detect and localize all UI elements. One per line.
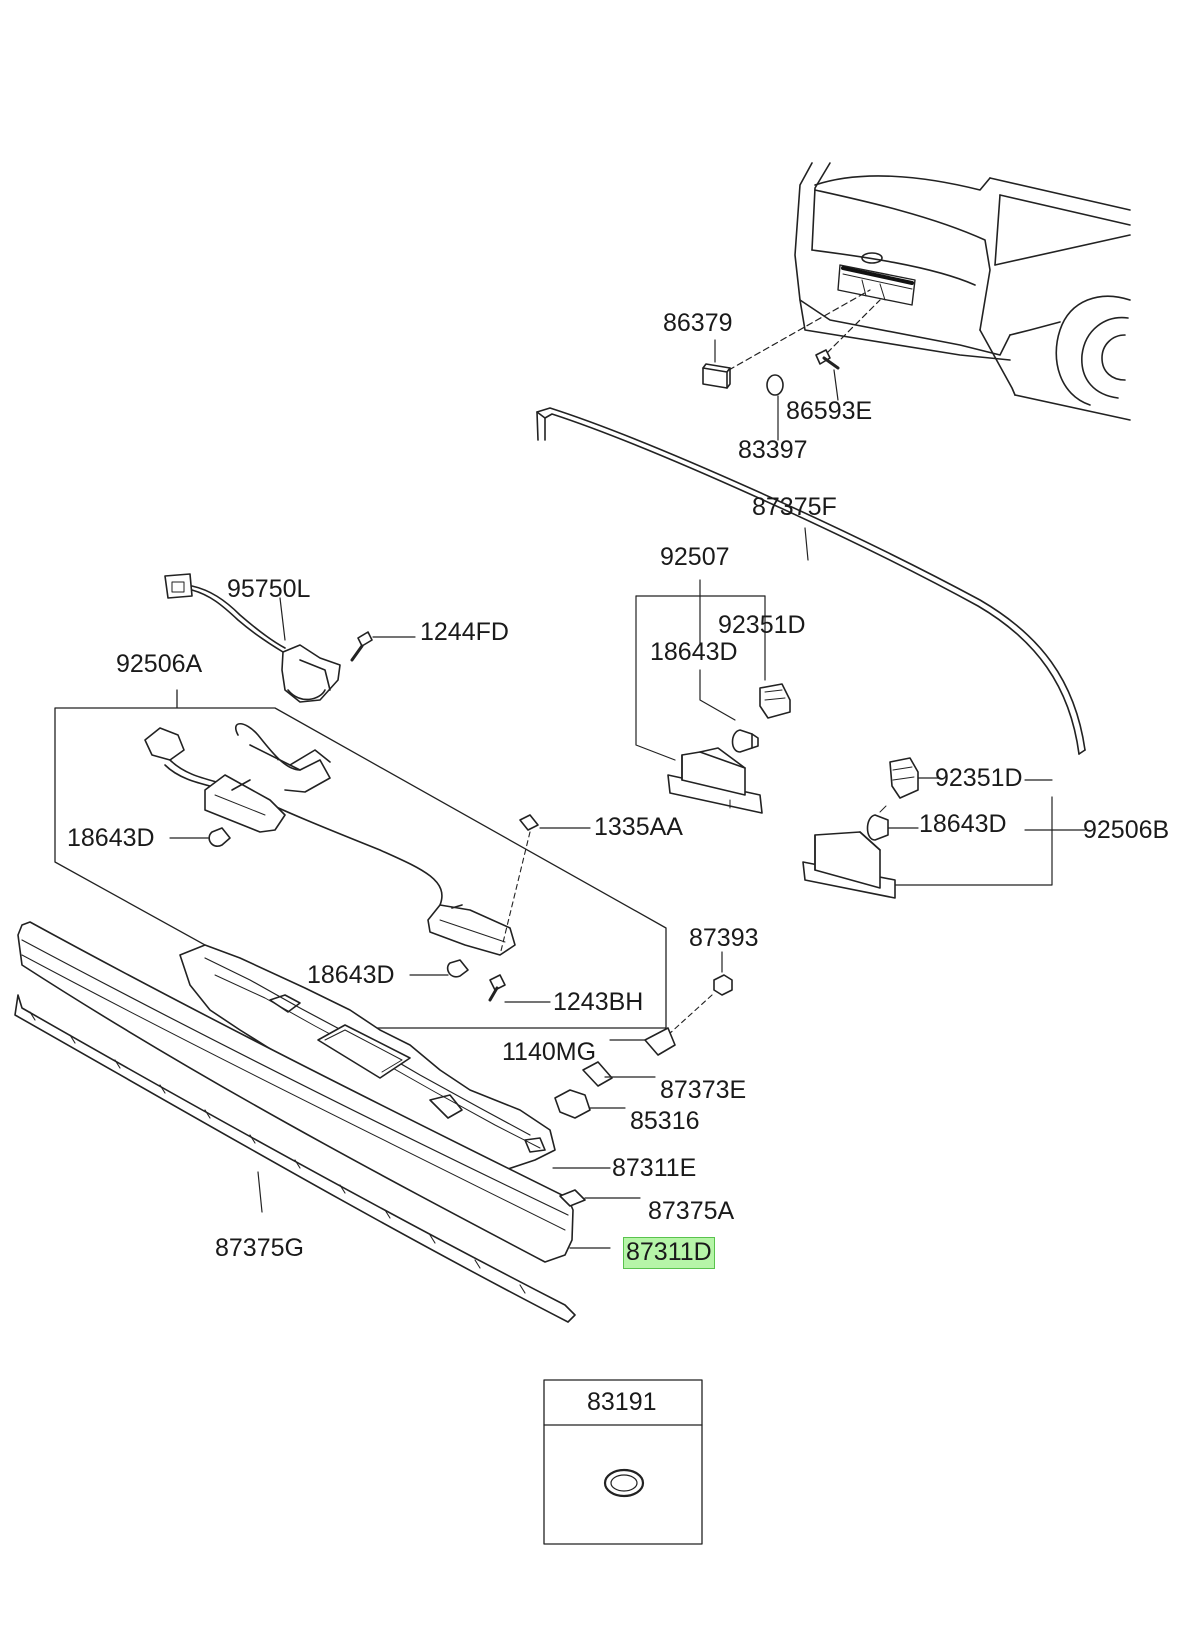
- part-87375F-strip: [536, 407, 1086, 755]
- label-92507: 92507: [660, 543, 730, 571]
- label-95750L: 95750L: [227, 575, 311, 603]
- label-92351D-right: 92351D: [935, 764, 1023, 792]
- label-86379: 86379: [663, 309, 733, 337]
- label-1140MG: 1140MG: [502, 1038, 597, 1066]
- label-1335AA: 1335AA: [594, 813, 683, 841]
- label-85316: 85316: [630, 1107, 700, 1135]
- label-18643D-right: 18643D: [919, 810, 1007, 838]
- part-83397-illustration: [766, 374, 784, 441]
- label-92506A: 92506A: [116, 650, 203, 678]
- handle-switch-illustration: [144, 722, 591, 1003]
- label-18643D-mid: 18643D: [307, 961, 395, 989]
- vehicle-rear-illustration: [794, 162, 1131, 421]
- label-86593E: 86593E: [786, 397, 873, 425]
- camera-harness-95750L: [164, 573, 416, 703]
- label-83397: 83397: [738, 436, 808, 464]
- label-18643D-left: 18643D: [67, 824, 155, 852]
- part-87311D-garnish: [17, 921, 611, 1263]
- part-86593E-illustration: [815, 349, 840, 401]
- label-87311E: 87311E: [612, 1154, 697, 1182]
- label-92351D-top: 92351D: [718, 611, 806, 639]
- leader-lines-vehicle: [719, 289, 881, 376]
- label-1244FD: 1244FD: [420, 618, 509, 646]
- label-87375G: 87375G: [215, 1234, 304, 1262]
- label-92506B: 92506B: [1083, 816, 1170, 844]
- label-18643D-top: 18643D: [650, 638, 738, 666]
- part-87375G-strip: [14, 994, 576, 1323]
- label-87311D-highlighted[interactable]: 87311D: [623, 1237, 715, 1269]
- label-83191: 83191: [587, 1388, 657, 1416]
- label-87375F: 87375F: [752, 493, 837, 521]
- label-1243BH: 1243BH: [553, 988, 644, 1016]
- lamp-assembly-92507: [635, 579, 791, 814]
- label-87373E: 87373E: [660, 1076, 747, 1104]
- part-83191-box: [543, 1379, 703, 1545]
- lamp-assembly-92506B: [802, 757, 1086, 899]
- small-fasteners: [554, 951, 733, 1207]
- label-87393: 87393: [689, 924, 759, 952]
- label-87375A: 87375A: [648, 1197, 735, 1225]
- part-86379-illustration: [702, 339, 731, 389]
